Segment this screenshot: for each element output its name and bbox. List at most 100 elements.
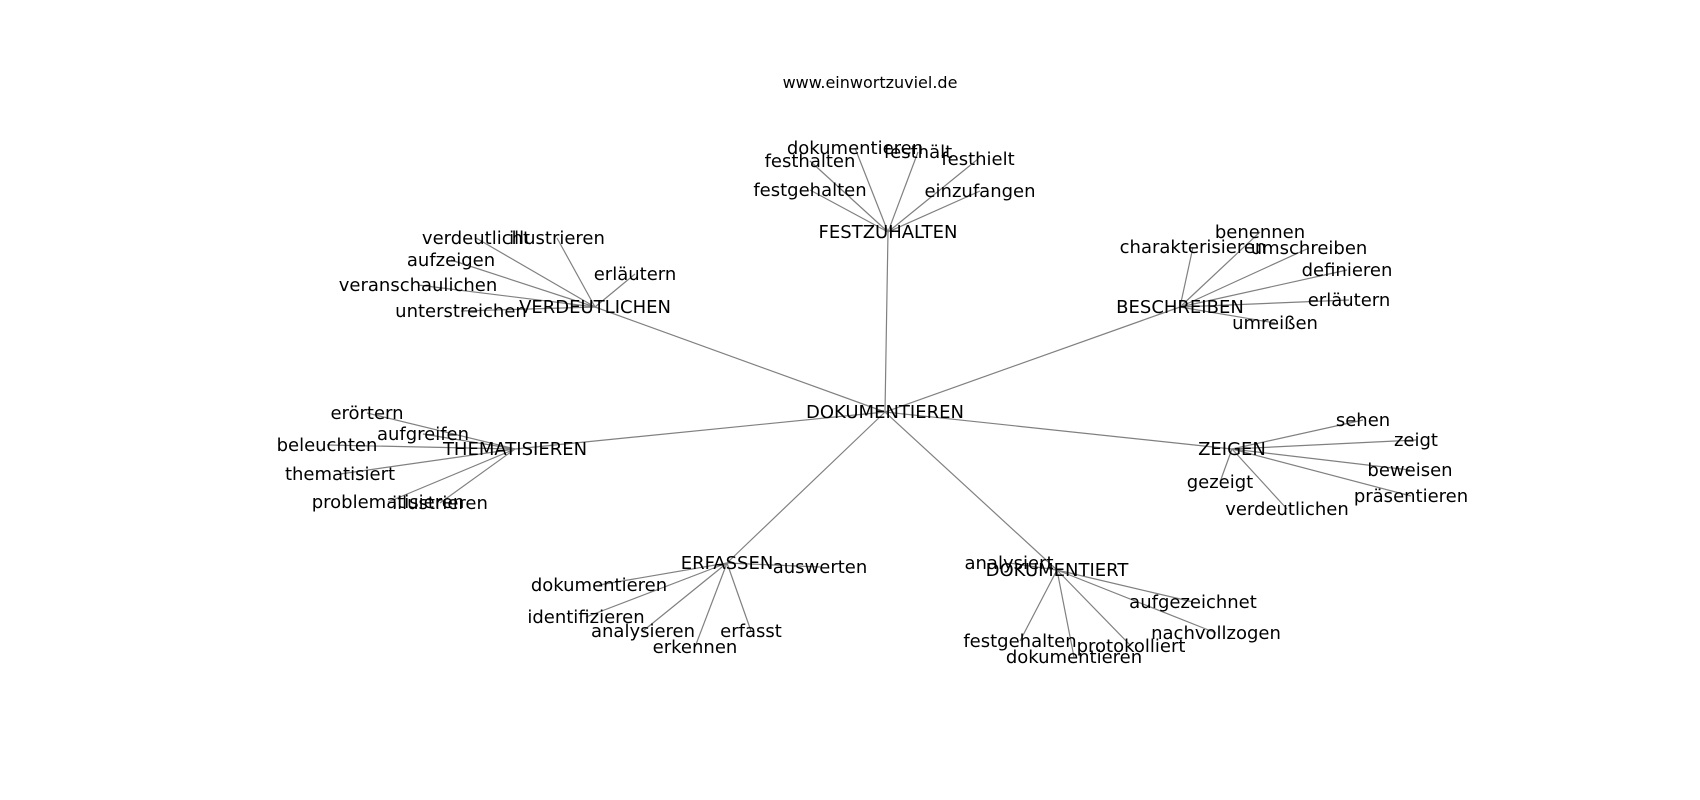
edge-erfassen-leaf: [694, 562, 728, 648]
edge-zeigen-leaf: [1219, 448, 1233, 483]
edge-root-to-beschreiben: [884, 306, 1181, 413]
leaf-node-label: einzufangen: [924, 181, 1035, 202]
edge-zeigen-leaf: [1231, 419, 1364, 450]
branch-node-label: ZEIGEN: [1198, 439, 1266, 460]
leaf-node-label: aufzeigen: [407, 250, 495, 271]
leaf-node-label: verdeutlichen: [1225, 499, 1349, 520]
leaf-node-label: thematisiert: [285, 464, 395, 485]
edge-zeigen-leaf: [1231, 448, 1288, 510]
edge-root-to-verdeutlichen: [594, 306, 886, 413]
leaf-node-label: protokolliert: [1077, 636, 1186, 657]
leaf-node-label: veranschaulichen: [339, 275, 497, 296]
leaf-node-label: verdeutlicht: [422, 228, 530, 249]
leaf-node-label: erläutern: [594, 264, 677, 285]
edge-festzuhalten-leaf: [854, 147, 889, 233]
edge-erfassen-leaf: [726, 562, 752, 632]
leaf-node-label: erörtern: [330, 403, 403, 424]
edge-dokumentiert-leaf: [1056, 569, 1194, 603]
edge-layer: [326, 147, 1417, 658]
edge-festzuhalten-leaf: [887, 151, 919, 233]
leaf-node-label: charakterisieren: [1120, 237, 1267, 258]
leaf-node-label: dokumentieren: [1006, 647, 1142, 668]
leaf-node-label: beweisen: [1367, 460, 1452, 481]
edge-dokumentiert-leaf: [1056, 569, 1217, 634]
leaf-node-label: festhielt: [941, 149, 1014, 170]
edge-beschreiben-leaf: [1179, 299, 1350, 308]
leaf-node-label: dokumentieren: [531, 575, 667, 596]
edge-root-to-festzuhalten: [884, 231, 889, 413]
leaf-node-label: gezeigt: [1187, 472, 1254, 493]
edge-dokumentiert-leaf: [1056, 569, 1075, 658]
leaf-node-label: auswerten: [773, 557, 868, 578]
edge-verdeutlichen-leaf: [417, 284, 596, 308]
branch-node-label: FESTZUHALTEN: [819, 222, 958, 243]
leaf-node-label: festhalten: [765, 151, 856, 172]
leaf-node-label: analysiert: [964, 553, 1053, 574]
edge-thematisieren-leaf: [366, 412, 516, 450]
edge-root-to-erfassen: [726, 411, 886, 564]
leaf-node-label: umreißen: [1232, 313, 1318, 334]
edge-beschreiben-leaf: [1179, 269, 1348, 308]
leaf-node-label: aufgreifen: [377, 424, 469, 445]
edge-thematisieren-leaf: [339, 448, 516, 475]
edge-festzuhalten-leaf: [809, 160, 889, 233]
leaf-node-label: unterstreichen: [395, 301, 527, 322]
edge-erfassen-leaf: [585, 562, 728, 618]
leaf-node-label: definieren: [1302, 260, 1393, 281]
leaf-node-label: präsentieren: [1354, 486, 1468, 507]
leaf-node-label: analysieren: [591, 621, 695, 642]
leaf-node-label: festgehalten: [963, 631, 1076, 652]
leaf-node-label: nachvollzogen: [1151, 623, 1281, 644]
edge-dokumentiert-leaf: [1056, 569, 1132, 647]
edge-root-to-zeigen: [884, 411, 1233, 450]
edge-thematisieren-leaf: [387, 448, 516, 503]
edge-verdeutlichen-leaf: [475, 237, 596, 308]
edge-erfassen-leaf: [726, 562, 821, 568]
edge-festzuhalten-leaf: [887, 190, 981, 233]
leaf-node-label: aufgezeichnet: [1129, 592, 1257, 613]
edge-verdeutlichen-leaf: [594, 273, 636, 308]
leaf-node-label: zeigt: [1394, 430, 1438, 451]
leaf-node-label: festgehalten: [753, 180, 866, 201]
edge-root-to-dokumentiert: [884, 411, 1058, 571]
edge-dokumentiert-leaf: [1019, 569, 1058, 642]
label-layer: DOKUMENTIERENFESTZUHALTENdokumentierenfe…: [277, 138, 1469, 668]
edge-festzuhalten-leaf: [887, 158, 979, 233]
leaf-node-label: identifizieren: [527, 607, 644, 628]
leaf-node-label: erfasst: [720, 621, 782, 642]
branch-node-label: ERFASSEN: [681, 553, 774, 574]
edge-verdeutlichen-leaf: [450, 259, 596, 308]
branch-node-label: VERDEUTLICHEN: [519, 297, 671, 318]
edge-thematisieren-leaf: [326, 444, 516, 450]
leaf-node-label: problematisieren: [312, 492, 465, 513]
edge-verdeutlichen-leaf: [556, 237, 596, 308]
edge-beschreiben-leaf: [1179, 231, 1261, 308]
leaf-node-label: erkennen: [653, 637, 738, 658]
edge-zeigen-leaf: [1231, 439, 1417, 450]
branch-node-label: BESCHREIBEN: [1116, 297, 1244, 318]
edge-root-to-thematisieren: [514, 411, 886, 450]
leaf-node-label: beleuchten: [277, 435, 378, 456]
leaf-node-label: illustrieren: [509, 228, 605, 249]
leaf-node-label: benennen: [1215, 222, 1305, 243]
edge-festzuhalten-leaf: [809, 189, 889, 233]
edge-verdeutlichen-leaf: [460, 306, 596, 312]
leaf-node-label: illustrieren: [392, 493, 488, 514]
edge-thematisieren-leaf: [439, 448, 516, 504]
edge-beschreiben-leaf: [1179, 306, 1276, 324]
branch-node-label: DOKUMENTIERT: [986, 560, 1130, 581]
edge-zeigen-leaf: [1231, 448, 1412, 497]
leaf-node-label: erläutern: [1308, 290, 1391, 311]
edge-thematisieren-leaf: [422, 433, 516, 450]
watermark-text: www.einwortzuviel.de: [783, 73, 958, 92]
leaf-node-label: dokumentieren: [787, 138, 923, 159]
edge-dokumentiert-leaf: [1008, 562, 1058, 571]
edge-beschreiben-leaf: [1179, 247, 1310, 308]
edge-zeigen-leaf: [1231, 448, 1411, 471]
leaf-node-label: festhält: [884, 142, 952, 163]
root-node-label: DOKUMENTIEREN: [806, 402, 964, 423]
edge-erfassen-leaf: [642, 562, 728, 632]
branch-node-label: THEMATISIEREN: [442, 439, 587, 460]
leaf-node-label: umschreiben: [1251, 238, 1368, 259]
